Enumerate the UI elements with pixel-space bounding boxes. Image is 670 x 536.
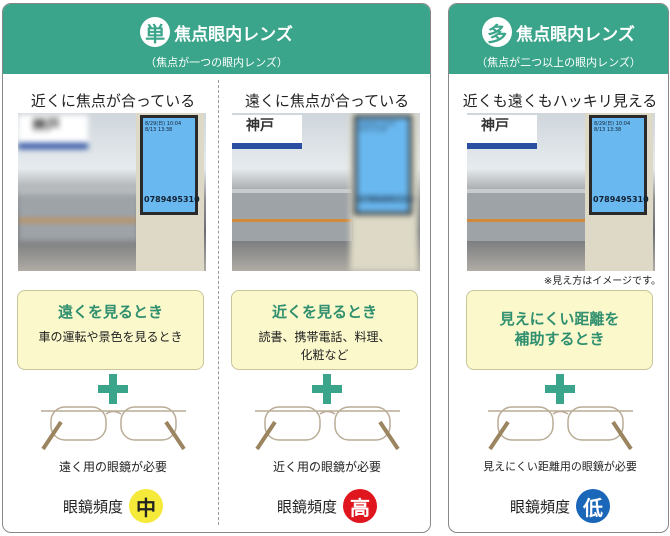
situation-title: 遠くを見るとき [57, 303, 163, 321]
plus-icon [312, 374, 342, 404]
glasses-icon [41, 406, 186, 451]
situation-desc: 読書、携帯電話、料理、 化粧など [258, 330, 391, 362]
frequency-badge: 高 [343, 489, 377, 523]
plus-icon [98, 374, 128, 404]
phone-number: 0789495310 [358, 195, 414, 204]
column-title: 遠くに焦点が合っている [244, 92, 410, 110]
phone-number: 0789495310 [593, 195, 649, 204]
glasses-need: 見えにくい距離用の眼鏡が必要 [483, 460, 637, 473]
train [18, 189, 138, 241]
station-sign: 神戸 [232, 115, 302, 149]
phone-date: 8/29(日) 10:04 [359, 121, 396, 127]
phone-time: 8/13 13:38 [145, 127, 173, 133]
situation-title: 見えにくい距離を 補助するとき [499, 310, 620, 348]
station-sign: 神戸 [467, 115, 537, 149]
glasses-frequency: 眼鏡頻度低 [453, 489, 667, 523]
phone-number: 0789495310 [144, 195, 200, 204]
single-focus-header: 単焦点眼内レンズ （焦点が一つの眼内レンズ） [3, 4, 430, 74]
phone-time: 8/13 13:38 [359, 127, 387, 133]
glasses-frequency: 眼鏡頻度高 [220, 489, 430, 523]
column-divider [218, 80, 219, 525]
glasses-frequency: 眼鏡頻度中 [6, 489, 220, 523]
frequency-label: 眼鏡頻度 [276, 497, 337, 516]
column-title: 近くも遠くもハッキリ見える [462, 92, 658, 110]
image-note: ※見え方はイメージです。 [543, 276, 661, 287]
multi-subtitle: （焦点が二つ以上の眼内レンズ） [476, 56, 641, 69]
glasses-need: 遠く用の眼鏡が必要 [58, 460, 167, 474]
situation-box: 見えにくい距離を 補助するとき [466, 290, 653, 370]
single-subtitle: （焦点が一つの眼内レンズ） [145, 56, 288, 69]
train [467, 189, 587, 241]
multi-title: 焦点眼内レンズ [516, 24, 635, 45]
phone-date: 8/29(日) 10:04 [594, 121, 631, 127]
single-title: 焦点眼内レンズ [174, 24, 293, 45]
multi-badge: 多 [482, 17, 513, 47]
frequency-label: 眼鏡頻度 [62, 497, 123, 516]
single-focus-panel: 単焦点眼内レンズ （焦点が一つの眼内レンズ） 近くに焦点が合っている 神戸 8/… [2, 3, 431, 533]
glasses-icon [488, 406, 633, 451]
glasses-icon [255, 406, 400, 451]
phone-time: 8/13 13:38 [594, 127, 622, 133]
frequency-badge: 低 [576, 489, 610, 523]
situation-box: 遠くを見るとき 車の運転や景色を見るとき [17, 290, 204, 370]
situation-title: 近くを見るとき [271, 303, 377, 321]
glasses-need: 近く用の眼鏡が必要 [272, 460, 381, 474]
situation-desc: 車の運転や景色を見るとき [38, 330, 183, 344]
station-sign: 神戸 [18, 115, 88, 149]
multi-focus-header: 多焦点眼内レンズ （焦点が二つ以上の眼内レンズ） [449, 4, 668, 74]
train [232, 189, 352, 241]
single-badge: 単 [140, 17, 171, 47]
situation-box: 近くを見るとき 読書、携帯電話、料理、 化粧など [231, 290, 418, 370]
plus-icon [545, 374, 575, 404]
phone-date: 8/29(日) 10:04 [145, 121, 182, 127]
frequency-label: 眼鏡頻度 [509, 497, 570, 516]
frequency-badge: 中 [129, 489, 163, 523]
multi-focus-panel: 多焦点眼内レンズ （焦点が二つ以上の眼内レンズ） 近くも遠くもハッキリ見える 神… [448, 3, 669, 533]
column-title: 近くに焦点が合っている [30, 92, 196, 110]
